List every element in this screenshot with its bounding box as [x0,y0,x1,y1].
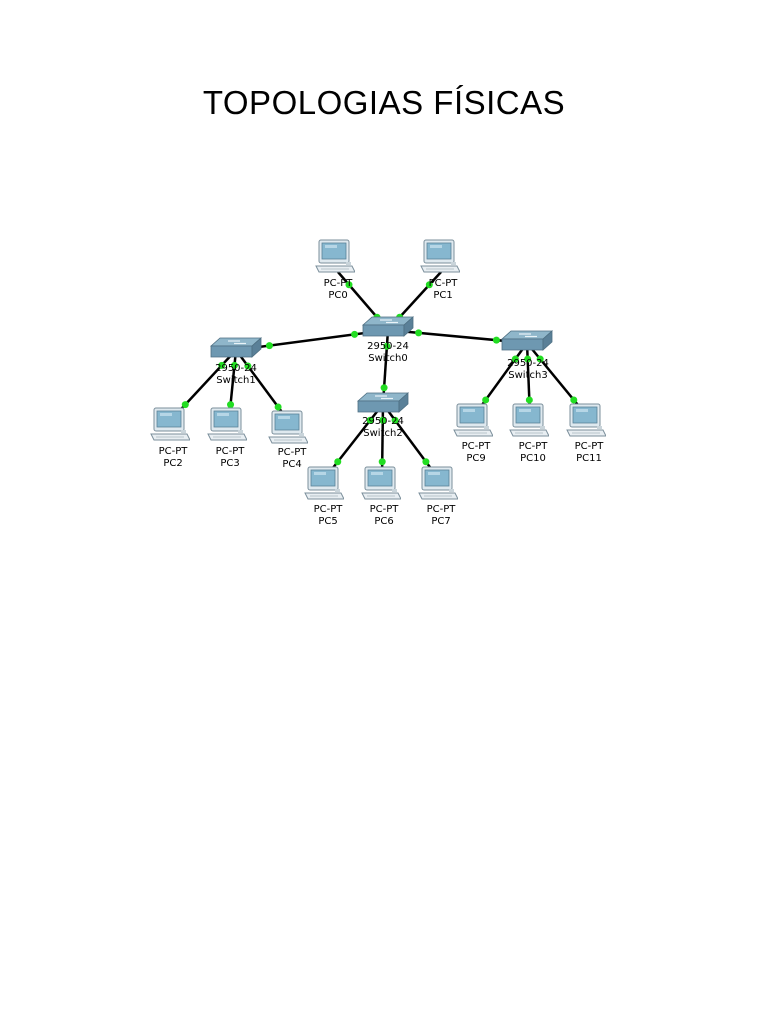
port-light-pc0 [345,281,353,289]
port-light-switch2 [379,416,387,424]
pc3-name: PC3 [220,458,239,469]
port-light-switch1 [218,361,226,369]
pc0[interactable]: PC-PT PC0 [315,239,355,301]
computer-icon [361,466,401,500]
switch3-name: Switch3 [508,370,547,381]
port-light-pc2 [181,401,189,409]
port-light-pc5 [334,458,342,466]
port-light-switch1 [230,361,238,369]
switch2-model: 2950-24 [362,416,404,427]
pc7-type: PC-PT [427,504,457,515]
pc9[interactable]: PC-PT PC9 [453,403,493,464]
link-switch2-pc7 [381,403,440,479]
pc9-name: PC9 [466,453,485,464]
pc11-name: PC11 [576,453,602,464]
port-light-switch1 [265,342,273,350]
port-light-switch2 [380,384,388,392]
switch3-model: 2950-24 [507,358,549,369]
pc7[interactable]: PC-PT PC7 [418,466,458,527]
pc7-name: PC7 [431,516,450,527]
pc10-type: PC-PT [519,441,549,452]
pc2-name: PC2 [163,458,182,469]
port-light-switch3 [492,336,500,344]
switch1[interactable]: 2950-24 Switch1 [210,337,262,386]
switch-icon [501,330,553,351]
computer-icon [207,407,247,441]
link-switch0-switch2 [381,329,390,405]
switch-icon [210,337,262,358]
link-switch2-pc5 [324,403,384,479]
page-title: TOPOLOGIAS FÍSICAS [202,84,566,121]
pc5-type: PC-PT [314,504,344,515]
pc10[interactable]: PC-PT PC10 [509,403,549,464]
port-light-switch3 [511,355,519,363]
computer-icon [420,239,460,273]
port-light-switch2 [391,416,399,424]
pc6-name: PC6 [374,516,393,527]
switch0-model: 2950-24 [367,341,409,352]
ports-layer [181,281,578,466]
pc4-type: PC-PT [278,447,308,458]
pc0-type: PC-PT [324,278,354,289]
port-light-pc3 [227,401,235,409]
port-light-switch0 [383,342,391,350]
port-light-pc7 [422,458,430,466]
computer-icon [418,466,458,500]
port-light-pc9 [482,396,490,404]
port-light-switch3 [524,355,532,363]
port-light-switch0 [415,329,423,337]
switch0-name: Switch0 [368,353,407,364]
switch3[interactable]: 2950-24 Switch3 [501,330,553,381]
port-light-pc4 [274,403,282,411]
port-light-switch2 [366,416,374,424]
computer-icon [268,410,308,444]
pc6-type: PC-PT [370,504,400,515]
pc0-name: PC0 [328,290,347,301]
link-switch2-pc6 [380,403,385,479]
switch-icon [357,392,409,413]
pc4[interactable]: PC-PT PC4 [268,410,308,470]
pc5-name: PC5 [318,516,337,527]
computer-icon [315,239,355,273]
port-light-switch3 [536,355,544,363]
pc11[interactable]: PC-PT PC11 [566,403,606,464]
port-light-pc6 [378,458,386,466]
pc9-type: PC-PT [462,441,492,452]
pc1[interactable]: PC-PT PC1 [420,239,460,301]
switch2-name: Switch2 [363,428,402,439]
port-light-pc1 [425,281,433,289]
computer-icon [453,403,493,437]
computer-icon [566,403,606,437]
port-light-switch0 [351,330,359,338]
port-light-pc10 [525,396,533,404]
pc2[interactable]: PC-PT PC2 [150,407,190,469]
pc3[interactable]: PC-PT PC3 [207,407,247,469]
switch-icon [362,316,414,337]
switch1-model: 2950-24 [215,363,257,374]
switch1-name: Switch1 [216,375,255,386]
pc3-type: PC-PT [216,446,246,457]
switch0[interactable]: 2950-24 Switch0 [362,316,414,364]
switch2[interactable]: 2950-24 Switch2 [357,392,409,439]
pc6[interactable]: PC-PT PC6 [361,466,401,527]
pc4-name: PC4 [282,459,301,470]
pc1-name: PC1 [433,290,452,301]
port-light-pc11 [570,396,578,404]
pc1-type: PC-PT [429,278,459,289]
computer-icon [509,403,549,437]
pc5[interactable]: PC-PT PC5 [304,466,344,527]
pc11-type: PC-PT [575,441,605,452]
pc10-name: PC10 [520,453,546,464]
computer-icon [304,466,344,500]
pc2-type: PC-PT [159,446,189,457]
port-light-switch1 [244,362,252,370]
computer-icon [150,407,190,441]
